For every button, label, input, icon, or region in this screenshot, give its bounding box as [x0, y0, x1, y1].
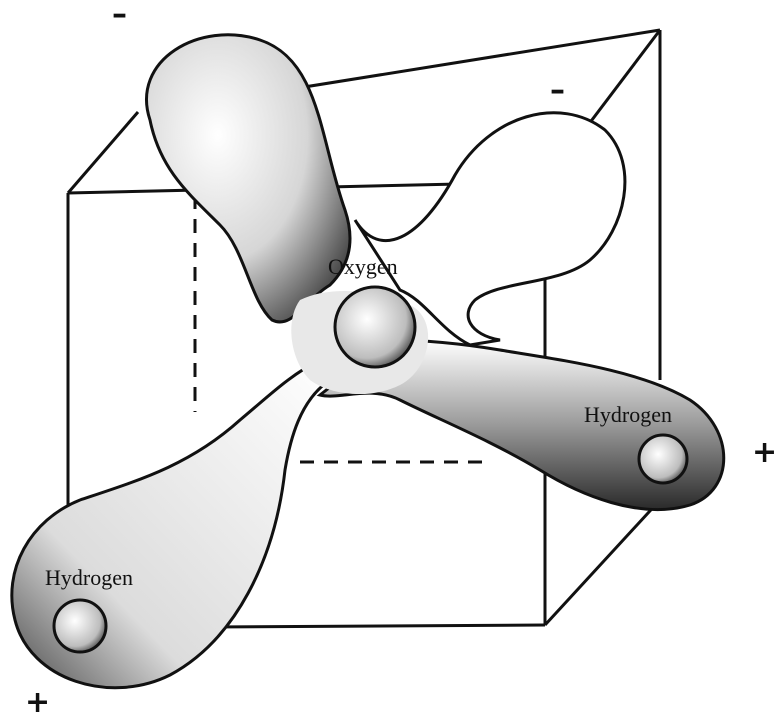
negative-charge-top-right: – [550, 76, 565, 106]
positive-charge-right: + [752, 438, 774, 468]
positive-charge-bottom-left: + [25, 688, 50, 718]
oxygen-label: Oxygen [328, 256, 398, 278]
hydrogen-atom-right [639, 435, 687, 483]
hydrogen-left-label: Hydrogen [45, 567, 133, 589]
hydrogen-right-label: Hydrogen [584, 404, 672, 426]
lone-pair-lobe-upper-left [147, 35, 350, 322]
hydrogen-atom-left [54, 600, 106, 652]
oxygen-atom [335, 287, 415, 367]
negative-charge-top-left: – [112, 0, 127, 30]
